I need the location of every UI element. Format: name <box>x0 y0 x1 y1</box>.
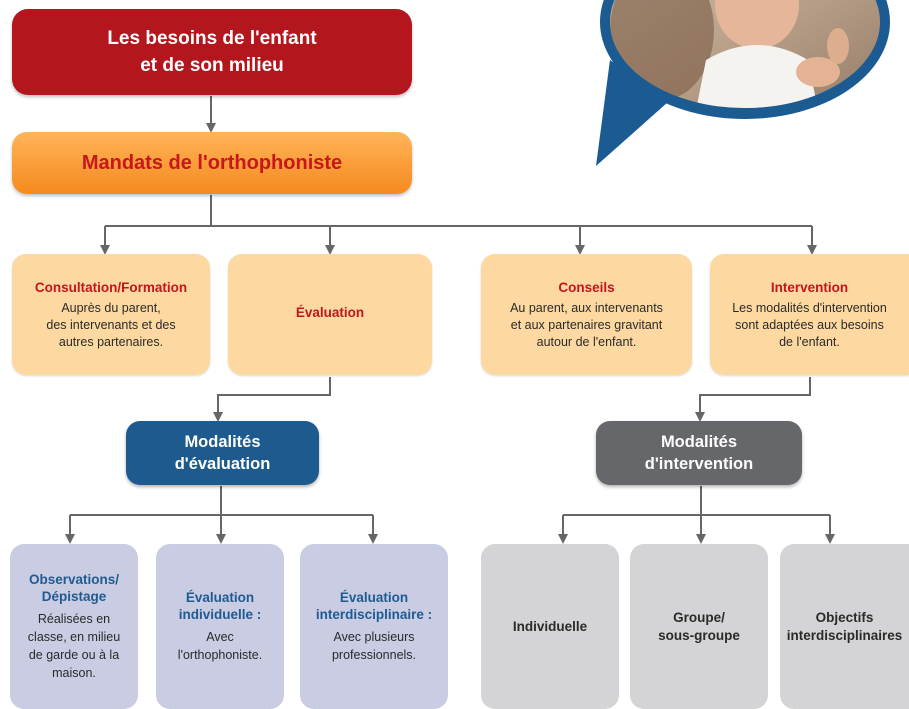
consultation-title: Consultation/Formation <box>34 279 188 295</box>
observations-line: de garde ou à la <box>28 648 120 662</box>
mandats-title: Mandats de l'orthophoniste <box>81 151 343 174</box>
modalites-intervention-line1: Modalités <box>660 433 738 451</box>
interdisciplinary-objectives-box: Objectifs interdisciplinaires <box>780 544 909 709</box>
individual-evaluation-title-line: individuelle : <box>178 607 262 622</box>
intervention-title: Intervention <box>770 279 849 295</box>
observations-line: Réalisées en <box>37 612 111 626</box>
speech-bubble-frame <box>596 60 668 166</box>
individual-evaluation-title-line: Évaluation <box>185 590 255 605</box>
evaluation-box: Évaluation <box>228 254 432 375</box>
conseils-line: autour de l'enfant. <box>536 334 637 349</box>
conseils-line: et aux partenaires gravitant <box>510 317 663 332</box>
consultation-line: des intervenants et des <box>46 317 176 332</box>
individual-evaluation-line: Avec <box>206 630 234 644</box>
group-intervention-line: Groupe/ <box>673 609 725 625</box>
interdisciplinary-evaluation-title-line: Évaluation <box>339 590 409 605</box>
group-intervention-line: sous-groupe <box>658 627 740 643</box>
consultation-box: Consultation/Formation Auprès du parent,… <box>12 254 210 375</box>
child-needs-box: Les besoins de l'enfant et de son milieu <box>12 9 412 95</box>
individual-intervention-box: Individuelle <box>481 544 619 709</box>
conseils-box: Conseils Au parent, aux intervenants et … <box>481 254 692 375</box>
interdisciplinary-evaluation-line: Avec plusieurs <box>333 630 415 644</box>
connector-evaluation-modalites <box>213 377 331 422</box>
consultation-line: Auprès du parent, <box>61 300 161 315</box>
modalites-evaluation-line2: d'évaluation <box>174 455 271 473</box>
individual-intervention-label: Individuelle <box>512 618 588 634</box>
individual-evaluation-line: l'orthophoniste. <box>177 648 263 662</box>
intervention-box: Intervention Les modalités d'interventio… <box>710 254 909 375</box>
intervention-line: de l'enfant. <box>779 334 840 349</box>
intervention-line: sont adaptées aux besoins <box>735 317 884 332</box>
interdisciplinary-evaluation-box: Évaluation interdisciplinaire : Avec plu… <box>300 544 448 709</box>
interdisciplinary-objectives-line: Objectifs <box>815 609 874 625</box>
modalites-intervention-line2: d'intervention <box>644 455 754 473</box>
modalites-evaluation-line1: Modalités <box>184 433 261 451</box>
observations-title-line: Observations/ <box>28 572 120 587</box>
child-needs-line2: et de son milieu <box>140 55 284 76</box>
conseils-line: Au parent, aux intervenants <box>510 300 663 315</box>
individual-evaluation-box: Évaluation individuelle : Avec l'orthoph… <box>156 544 284 709</box>
connector-intervention-modalites <box>695 377 811 422</box>
observations-line: classe, en milieu <box>27 630 121 644</box>
evaluation-title: Évaluation <box>295 305 365 320</box>
interdisciplinary-objectives-line: interdisciplinaires <box>786 627 903 643</box>
intervention-line: Les modalités d'intervention <box>732 300 887 315</box>
conseils-title: Conseils <box>558 279 615 295</box>
observations-box: Observations/ Dépistage Réalisées en cla… <box>10 544 138 709</box>
interdisciplinary-evaluation-line: professionnels. <box>331 648 417 662</box>
group-intervention-box: Groupe/ sous-groupe <box>630 544 768 709</box>
mandats-box: Mandats de l'orthophoniste <box>12 132 412 194</box>
child-needs-line1: Les besoins de l'enfant <box>107 28 317 49</box>
consultation-line: autres partenaires. <box>58 334 164 349</box>
modalites-evaluation-box: Modalités d'évaluation <box>126 421 319 485</box>
observations-title-line: Dépistage <box>41 589 107 604</box>
interdisciplinary-evaluation-title-line: interdisciplinaire : <box>315 607 433 622</box>
modalites-intervention-box: Modalités d'intervention <box>596 421 802 485</box>
observations-line: maison. <box>52 666 96 680</box>
